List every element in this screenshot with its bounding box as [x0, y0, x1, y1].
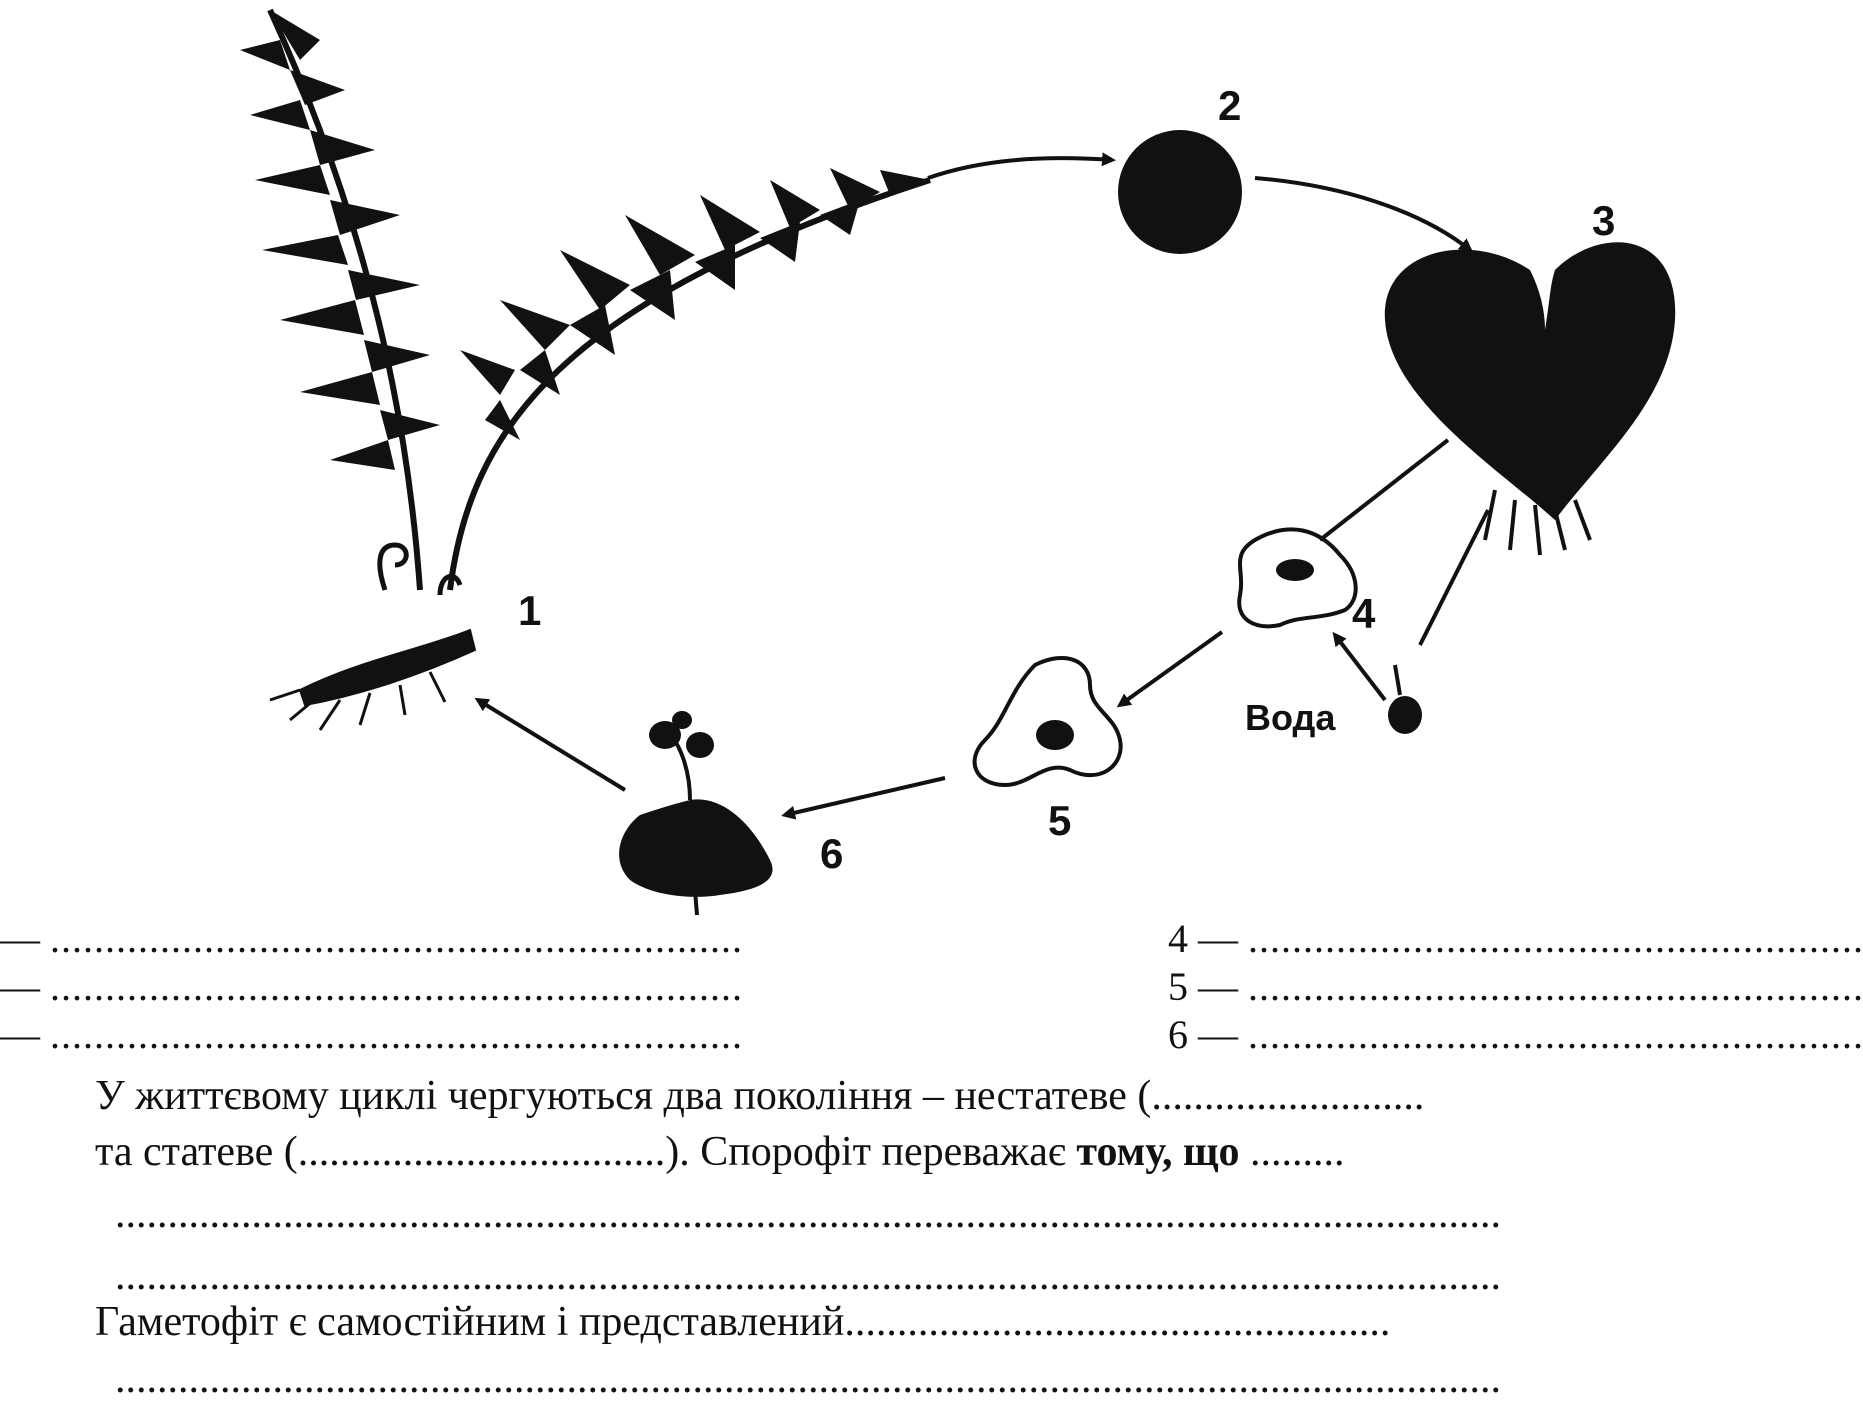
label-stage-4: 4: [1352, 590, 1376, 637]
answer-prefix: 5 —: [1168, 964, 1238, 1009]
text-line-2: та статеве (............................…: [95, 1128, 1863, 1176]
text-line-6: ........................................…: [115, 1356, 1501, 1402]
answer-prefix: —: [0, 964, 40, 1009]
fern-life-cycle-diagram: 1 2 3 4 5 6 Вода: [240, 8, 1676, 916]
answer-dots: ........................................…: [50, 1012, 740, 1057]
arrow-1-to-2: [927, 152, 1116, 180]
answer-prefix: —: [0, 916, 40, 961]
answer-line-left-3: — ......................................…: [0, 1011, 740, 1059]
answer-prefix: 6 —: [1168, 1012, 1238, 1057]
arrow-antheridium-to-4: [1332, 631, 1387, 702]
answer-line-left-2: — ......................................…: [0, 963, 740, 1011]
text-line-5: Гаметофіт є самостійним і представлений.…: [95, 1299, 1391, 1345]
answer-dots: ........................................…: [50, 916, 740, 961]
spore: [1118, 130, 1242, 254]
answer-prefix: 4 —: [1168, 916, 1238, 961]
label-stage-3: 3: [1592, 197, 1615, 244]
arrow-2-to-3: [1254, 176, 1474, 253]
answer-line-right-6: 6 — ....................................…: [1168, 1011, 1863, 1059]
answer-dots: ........................................…: [50, 964, 740, 1009]
text-line-4: ........................................…: [115, 1253, 1501, 1299]
sporophyte-fern: [240, 8, 931, 731]
text-line-2-start: та статеве (............................…: [95, 1129, 1077, 1175]
label-stage-2: 2: [1218, 82, 1241, 129]
answer-line-right-4: 4 — ....................................…: [1168, 915, 1863, 963]
arrow-6-to-1: [474, 697, 627, 792]
zygote: [972, 655, 1123, 788]
answer-dots: ........................................…: [1248, 964, 1863, 1009]
answer-line-left-1: — ......................................…: [0, 915, 740, 963]
label-stage-6: 6: [820, 830, 843, 877]
arrow-4-to-5: [1116, 630, 1224, 708]
answer-dots: ........................................…: [1248, 916, 1863, 961]
label-stage-1: 1: [518, 587, 541, 634]
arrow-prothallus-to-4: [1318, 438, 1450, 542]
prothallus-gametophyte: [1384, 242, 1676, 556]
answer-dots: ........................................…: [1248, 1012, 1863, 1057]
archegonium-egg-cell: [1237, 527, 1358, 629]
arrow-prothallus-to-antheridium: [1418, 509, 1490, 646]
text-line-1: У життєвому циклі чергуються два поколін…: [95, 1073, 1425, 1119]
young-sporophyte: [619, 711, 773, 916]
text-line-2-bold: тому, що: [1076, 1129, 1240, 1175]
text-line-2-end: .........: [1239, 1129, 1345, 1175]
answer-line-right-5: 5 — ....................................…: [1168, 963, 1863, 1011]
answer-prefix: —: [0, 1012, 40, 1057]
text-line-3: ........................................…: [115, 1191, 1501, 1237]
label-water: Вода: [1245, 697, 1336, 738]
label-stage-5: 5: [1048, 797, 1071, 844]
antheridium-sperm: [1388, 664, 1422, 734]
arrow-5-to-6: [781, 776, 946, 820]
